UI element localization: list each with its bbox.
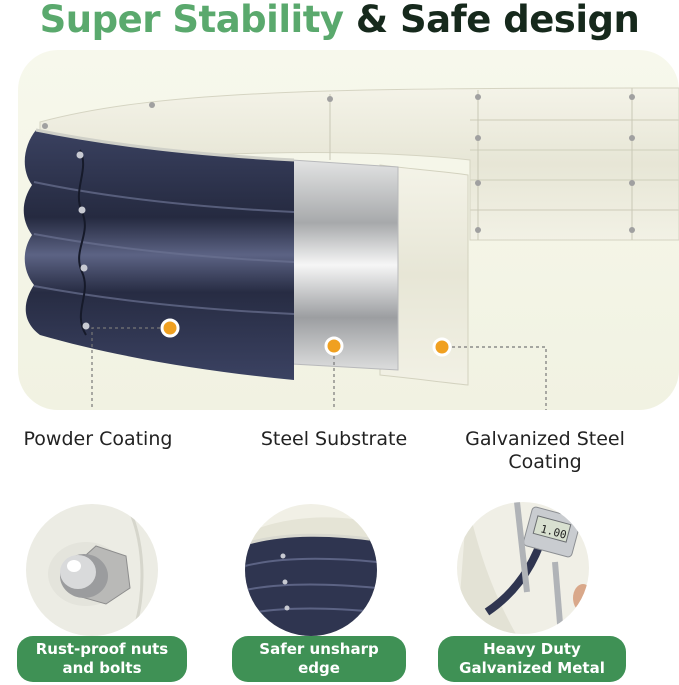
pill-line: Galvanized Metal xyxy=(459,659,605,677)
feature-image-caliper: 1.00 xyxy=(457,502,589,634)
headline: Super Stability & Safe design xyxy=(0,0,679,48)
label-line: Powder Coating xyxy=(23,428,173,450)
leader-powder xyxy=(91,327,160,410)
feature-image-safe-edge xyxy=(245,504,377,636)
pill-line: edge xyxy=(298,659,340,677)
pill-line: Heavy Duty xyxy=(483,640,581,658)
feature-pill-galvanized: Heavy Duty Galvanized Metal xyxy=(438,636,626,682)
label-galvanized: Galvanized Steel Coating xyxy=(445,428,645,474)
marker-powder-coating xyxy=(160,318,180,338)
pill-line: Rust-proof nuts xyxy=(35,640,169,658)
label-steel-substrate: Steel Substrate xyxy=(236,428,432,451)
marker-steel-substrate xyxy=(324,336,344,356)
steel-layer xyxy=(291,159,399,371)
hero-illustration xyxy=(18,50,679,410)
label-line: Galvanized Steel xyxy=(465,428,625,450)
marker-galvanized xyxy=(432,337,452,357)
label-line: Coating xyxy=(508,451,582,473)
label-line: Steel Substrate xyxy=(260,428,408,450)
layer-markers xyxy=(160,318,452,357)
feature-image-nuts-bolts xyxy=(26,504,158,636)
feature-pill-nuts-bolts: Rust-proof nuts and bolts xyxy=(17,636,187,682)
pill-line: and bolts xyxy=(62,659,142,677)
headline-accent: Super Stability xyxy=(39,0,344,41)
feature-pill-safe-edge: Safer unsharp edge xyxy=(232,636,406,682)
label-powder-coating: Powder Coating xyxy=(0,428,196,451)
galvanized-layer xyxy=(379,164,469,386)
pill-line: Safer unsharp xyxy=(259,640,379,658)
headline-rest: & Safe design xyxy=(355,0,640,41)
leader-galvanized xyxy=(452,346,547,410)
